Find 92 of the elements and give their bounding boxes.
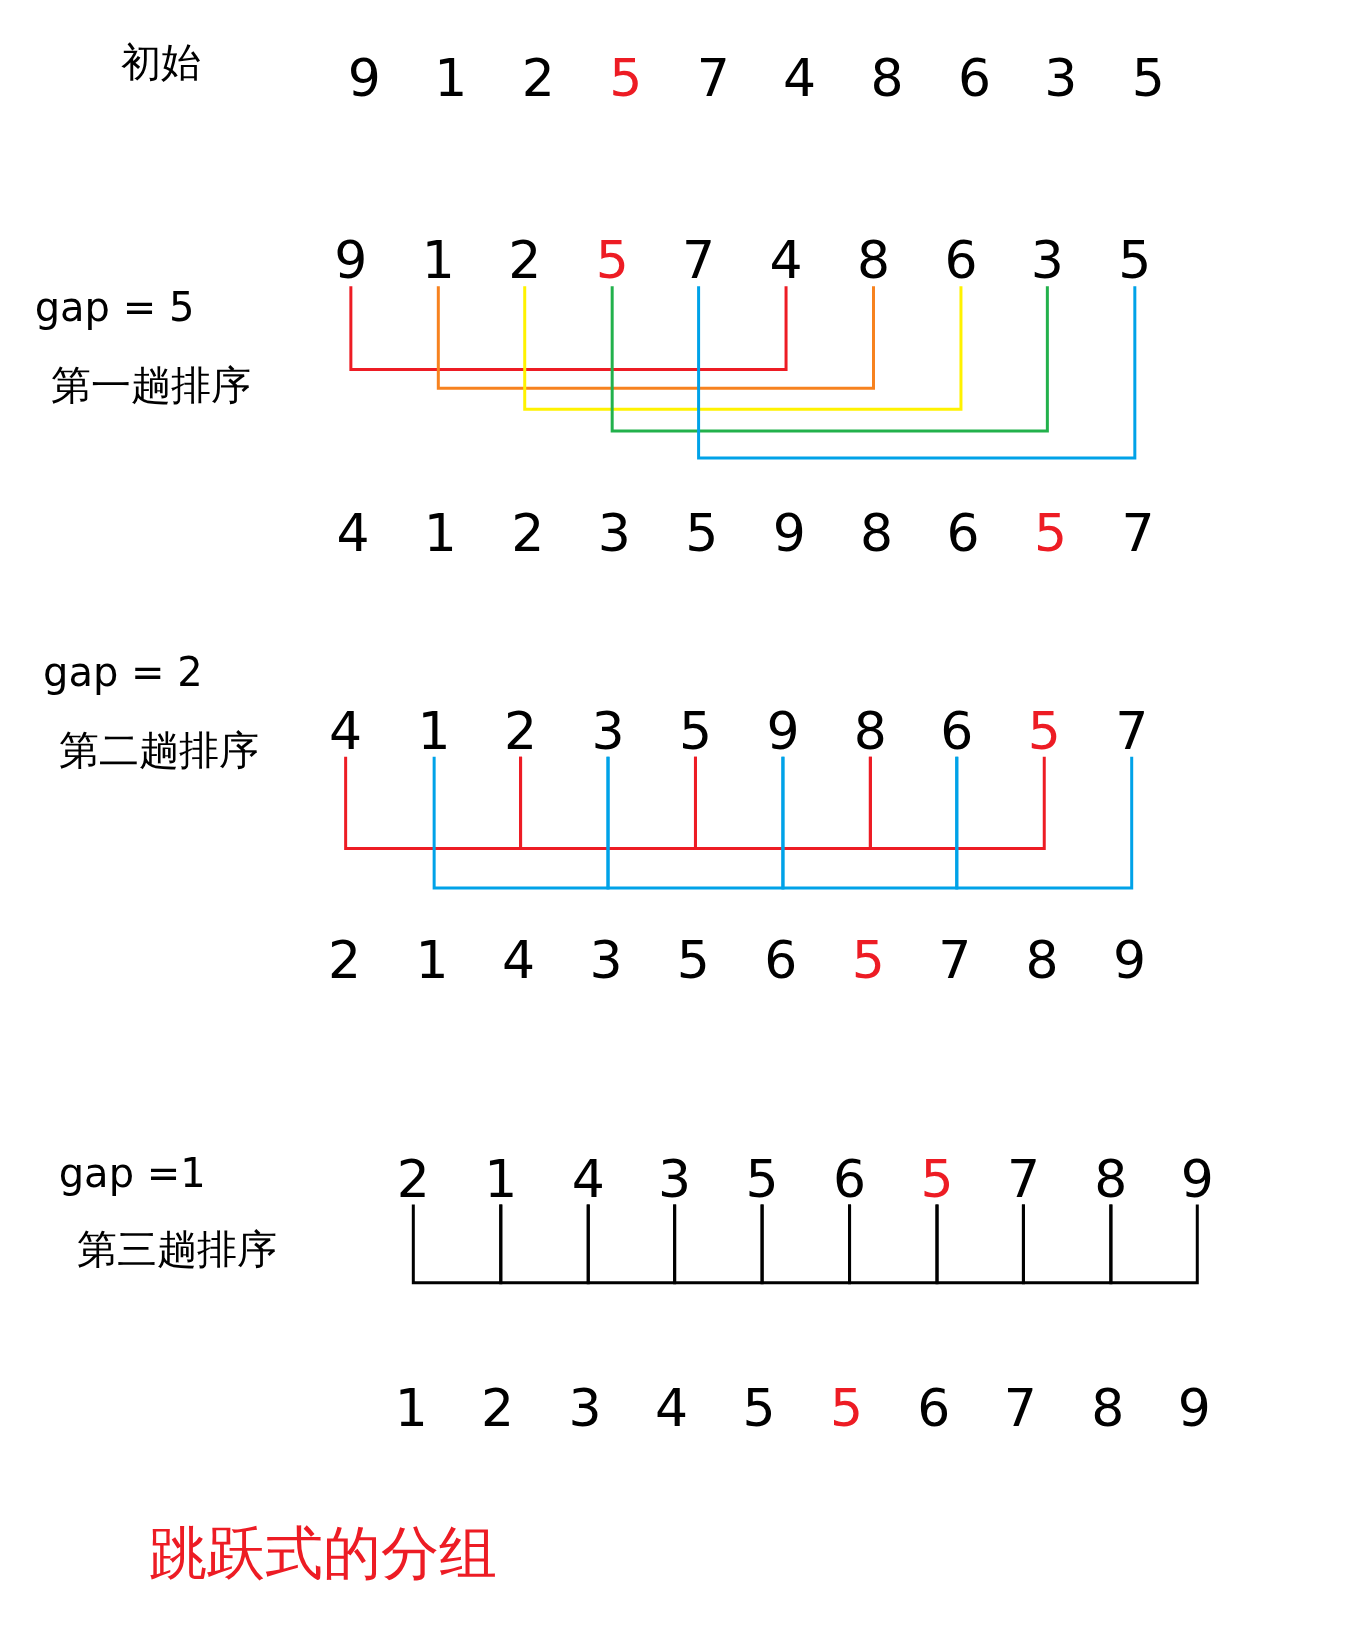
number-text: 5	[1118, 234, 1152, 287]
number-text: 2	[504, 704, 538, 757]
number-text: 4	[329, 704, 363, 757]
number-text: 4	[769, 234, 803, 287]
number-text: 9	[1180, 1152, 1214, 1205]
row-label: 第二趟排序	[59, 729, 260, 770]
row-label: gap =1	[58, 1153, 206, 1194]
number-text: 9	[766, 704, 800, 757]
number-text: 1	[415, 933, 449, 986]
bracket-line	[693, 756, 872, 850]
bracket-line	[1109, 1204, 1199, 1285]
number-text: 3	[591, 704, 625, 757]
number-text: 2	[508, 234, 542, 287]
number-text: 9	[772, 507, 806, 560]
number-text: 7	[682, 234, 716, 287]
number-text: 8	[870, 52, 904, 105]
number-text: 8	[1094, 1152, 1128, 1205]
number-text: 5	[829, 1381, 863, 1434]
bracket-line	[697, 286, 1137, 460]
row-label: gap = 5	[34, 287, 195, 328]
number-text: 2	[521, 52, 555, 105]
number-text: 8	[1025, 933, 1059, 986]
bracket-line	[519, 756, 697, 850]
number-text: 5	[851, 933, 885, 986]
number-text: 7	[1115, 704, 1149, 757]
number-text: 6	[833, 1152, 867, 1205]
number-text: 9	[347, 52, 381, 105]
number-text: 5	[1033, 507, 1068, 560]
number-text: 9	[334, 234, 368, 287]
number-text: 2	[328, 933, 362, 986]
number-text: 6	[940, 704, 974, 757]
number-text: 1	[484, 1152, 518, 1205]
number-text: 6	[917, 1381, 951, 1434]
number-text: 5	[676, 933, 710, 986]
number-text: 3	[658, 1152, 692, 1205]
number-text: 1	[421, 234, 455, 287]
number-text: 2	[396, 1152, 430, 1205]
number-text: 3	[597, 507, 631, 560]
number-text: 5	[1027, 704, 1061, 757]
number-text: 7	[1121, 507, 1155, 560]
number-text: 2	[511, 507, 545, 560]
number-text: 5	[678, 704, 712, 757]
number-text: 8	[853, 704, 887, 757]
number-text: 5	[685, 507, 719, 560]
bracket-line	[523, 286, 963, 411]
number-text: 7	[938, 933, 972, 986]
row-label: 第三趟排序	[77, 1229, 277, 1270]
bracket-line	[673, 1204, 764, 1285]
number-text: 5	[745, 1152, 779, 1205]
number-text: 4	[501, 933, 535, 986]
number-text: 3	[589, 933, 623, 986]
number-text: 9	[1177, 1381, 1211, 1434]
number-text: 5	[609, 52, 643, 105]
number-text: 1	[394, 1381, 428, 1434]
bracket-line	[955, 756, 1134, 890]
row-label: 初始	[121, 42, 202, 83]
number-text: 9	[1113, 933, 1147, 986]
number-text: 1	[417, 704, 451, 757]
number-text: 3	[568, 1381, 602, 1434]
number-text: 4	[336, 507, 370, 560]
number-text: 6	[944, 234, 978, 287]
number-text: 4	[654, 1381, 689, 1434]
number-text: 2	[481, 1381, 515, 1434]
number-text: 7	[1003, 1381, 1037, 1434]
number-text: 6	[957, 52, 992, 105]
bracket-line	[499, 1204, 590, 1285]
number-text: 6	[764, 933, 798, 986]
number-text: 6	[946, 507, 980, 560]
number-text: 5	[920, 1152, 954, 1205]
number-text: 5	[742, 1381, 776, 1434]
bracket-line	[349, 286, 788, 372]
number-text: 1	[423, 507, 457, 560]
number-text: 8	[856, 234, 891, 287]
number-text: 4	[571, 1152, 605, 1205]
number-text: 5	[595, 234, 629, 287]
caption: 跳跃式的分组	[148, 1524, 497, 1583]
number-text: 5	[1131, 52, 1165, 105]
number-text: 3	[1044, 52, 1078, 105]
number-text: 4	[783, 52, 817, 105]
bracket-line	[432, 756, 610, 890]
bracket-line	[935, 1204, 1025, 1285]
number-text: 3	[1030, 234, 1064, 287]
bracket-line	[610, 286, 1049, 433]
number-text: 7	[696, 52, 730, 105]
number-text: 8	[860, 507, 894, 560]
number-text: 1	[434, 52, 468, 105]
bracket-line	[436, 286, 875, 390]
number-text: 7	[1006, 1152, 1040, 1205]
number-text: 8	[1091, 1381, 1125, 1434]
row-label: 第一趟排序	[50, 365, 251, 406]
bracket-line	[868, 756, 1046, 850]
bracket-line	[848, 1204, 939, 1285]
